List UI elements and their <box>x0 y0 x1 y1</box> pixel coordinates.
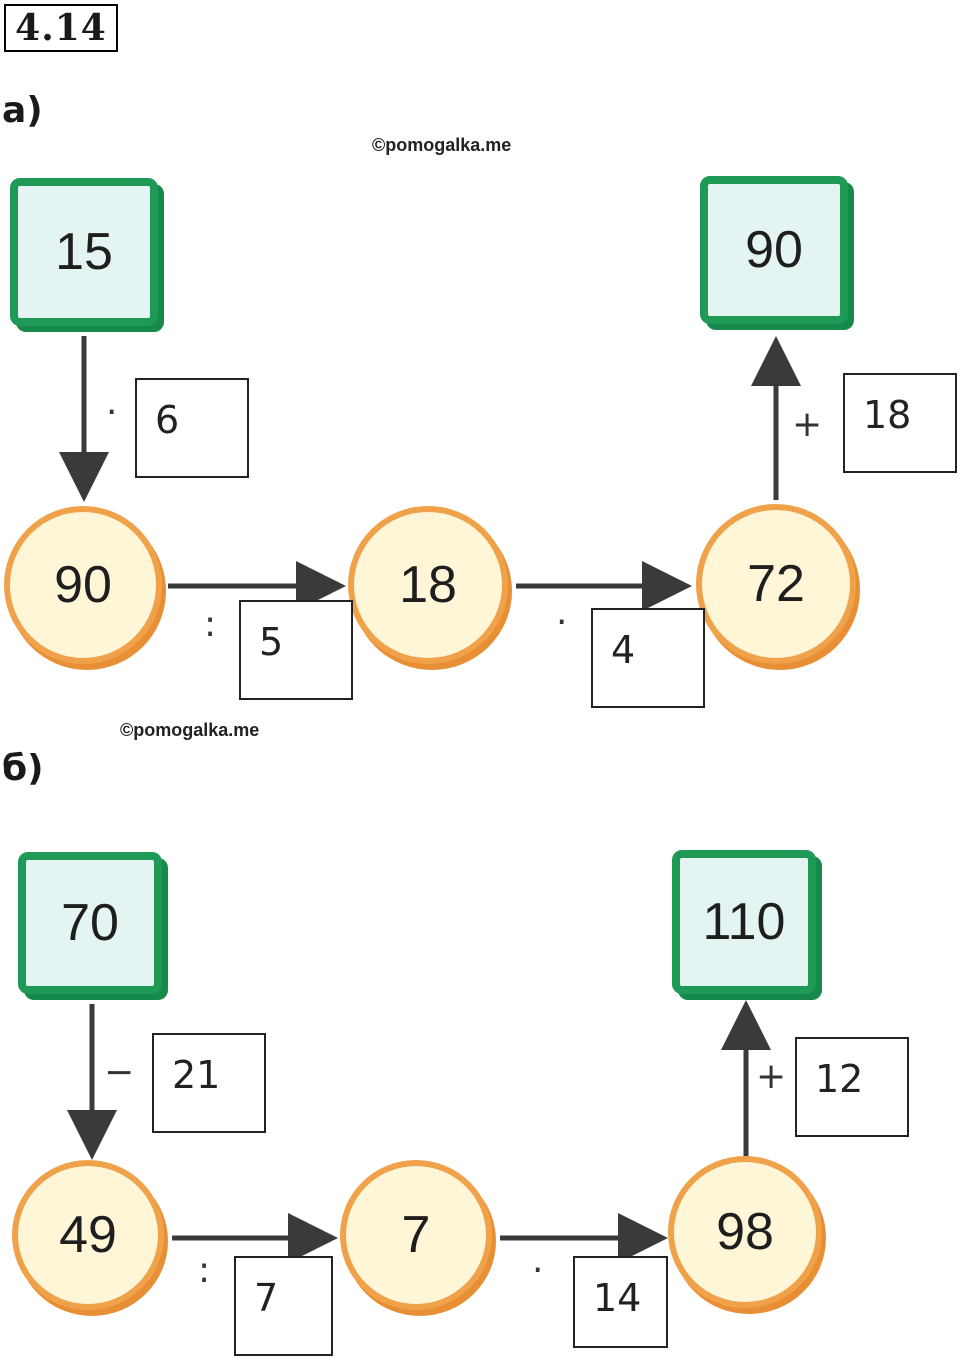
part-b-label: б) <box>2 748 44 789</box>
part-b-answer-3: 14 <box>573 1256 668 1348</box>
part-a-start-square: 15 <box>10 178 158 326</box>
part-a-answer-1: 6 <box>135 378 249 478</box>
part-b-circle-3: 98 <box>668 1156 822 1308</box>
part-a-circle-3: 72 <box>696 504 856 664</box>
part-b-op-1: − <box>104 1052 135 1093</box>
part-a-result-square: 90 <box>700 176 848 324</box>
part-a-answer-3: 4 <box>591 608 705 708</box>
part-b-start-square: 70 <box>18 852 162 994</box>
part-a-circle-2: 18 <box>348 506 508 664</box>
part-a-answer-4: 18 <box>843 373 957 473</box>
part-b-circle-2: 7 <box>340 1160 492 1310</box>
part-a-label: а) <box>2 90 43 131</box>
part-a-op-3: · <box>556 602 568 643</box>
part-b-op-3: · <box>532 1250 544 1291</box>
part-b-circle-1: 49 <box>12 1160 164 1310</box>
part-b-op-2: : <box>198 1250 211 1291</box>
part-b-result-square: 110 <box>672 850 816 994</box>
part-a-answer-2: 5 <box>239 600 353 700</box>
watermark-bottom: ©pomogalka.me <box>120 720 260 740</box>
part-a-circle-1: 90 <box>4 506 162 664</box>
task-number: 4.14 <box>4 4 118 52</box>
part-b-answer-1: 21 <box>152 1033 266 1133</box>
watermark-top: ©pomogalka.me <box>372 135 512 155</box>
part-b-answer-4: 12 <box>795 1037 909 1137</box>
part-a-op-4: + <box>792 404 823 445</box>
part-a-op-2: : <box>204 604 217 645</box>
part-a-op-1: · <box>106 392 118 433</box>
part-b-op-4: + <box>756 1056 787 1097</box>
part-b-answer-2: 7 <box>234 1256 333 1356</box>
